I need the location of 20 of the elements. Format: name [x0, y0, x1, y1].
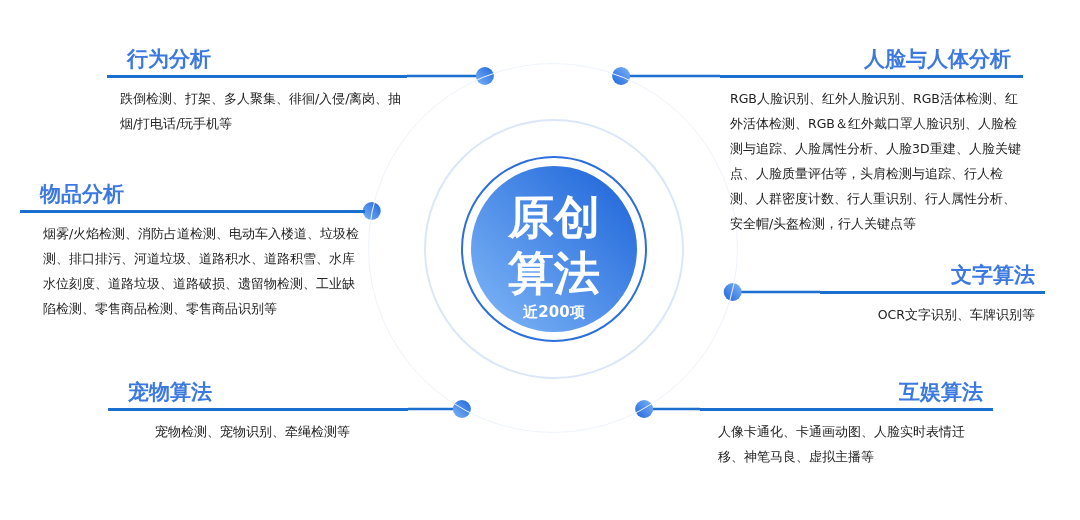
connector-line: [723, 283, 820, 301]
category-description: 人像卡通化、卡通画动图、人脸实时表情迁移、神笔马良、虚拟主播等: [717, 422, 966, 466]
connector-line: [407, 67, 494, 85]
center-title: 原创算法: [506, 188, 601, 301]
center-subtitle: 近200项: [523, 302, 585, 322]
category-description: 跌倒检测、打架、多人聚集、徘徊/入侵/离岗、抽烟/打电话/玩手机等: [119, 89, 403, 133]
category-heading: 物品分析: [40, 181, 124, 208]
category-description: OCR文字识别、车牌识别等: [876, 305, 1036, 324]
connector-line: [612, 67, 720, 85]
category-description: RGB人脸识别、红外人脸识别、RGB活体检测、红外活体检测、RGB＆红外戴口罩人脸识别、人脸检测与追踪、人脸属性分析、人脸3D重建、人脸关键点、人脸质量评估等，头肩检测与追踪、行人检测、人群密度计数、行人重识别、行人属性分析、安全帽/头盔检测，行人关键点等: [729, 89, 1022, 233]
connector-line: [362, 202, 381, 220]
category-description: 烟雾/火焰检测、消防占道检测、电动车入楼道、垃圾检测、排口排污、河道垃圾、道路积水、道路积雪、水库水位刻度、道路垃圾、道路破损、遗留物检测、工业缺陷检测、零售商品检测、零售商品识别等: [42, 224, 361, 318]
category-heading: 互娱算法: [899, 379, 983, 406]
connector-line: [408, 400, 471, 418]
category-heading: 行为分析: [127, 46, 211, 73]
category-description: 宠物检测、宠物识别、牵绳检测等: [154, 422, 351, 441]
connector-line: [635, 400, 700, 418]
category-heading: 人脸与人体分析: [864, 46, 1011, 73]
category-heading: 宠物算法: [128, 379, 212, 406]
category-heading: 文字算法: [951, 262, 1035, 289]
